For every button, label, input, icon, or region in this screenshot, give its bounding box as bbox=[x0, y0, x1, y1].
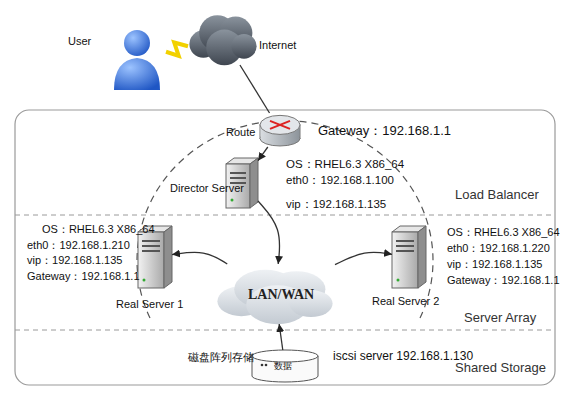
server-front bbox=[392, 232, 418, 288]
dashed-arc bbox=[137, 121, 433, 318]
router-arrow bbox=[270, 121, 290, 129]
node-label: OS：RHEL6.3 X86_64 bbox=[447, 227, 560, 238]
server-side bbox=[250, 158, 258, 208]
router-arrow bbox=[270, 121, 290, 129]
connector-arrow bbox=[172, 252, 227, 264]
router-icon: RouteGateway：192.168.1.1 bbox=[258, 113, 302, 147]
server-box: OS：RHEL6.3 X86_64eth0：192.168.1.220vip：1… bbox=[392, 226, 426, 288]
server-slot bbox=[142, 250, 160, 252]
node-text: eth0：192.168.1.220 bbox=[447, 243, 550, 254]
node-label: OS：RHEL6.3 X86_64 bbox=[42, 224, 155, 235]
internet-cloud: Internet bbox=[188, 10, 258, 65]
node-text: iscsi server 192.168.1.130 bbox=[333, 350, 473, 362]
node-label: LAN/WAN bbox=[248, 288, 314, 302]
connector-arrow bbox=[240, 65, 270, 113]
layer-band: Load BalancerRouteGateway：192.168.1.1Dir… bbox=[15, 110, 555, 215]
node-label: Route bbox=[226, 127, 255, 138]
internet-cloud-graphic bbox=[188, 10, 258, 65]
server-slot bbox=[230, 177, 246, 179]
layer-band: Server ArrayOS：RHEL6.3 X86_64eth0：192.16… bbox=[15, 215, 555, 330]
node-label: Shared Storage bbox=[455, 361, 546, 374]
node-text: Gateway：192.168.1.1 bbox=[318, 124, 451, 137]
disk-top bbox=[252, 350, 318, 362]
server-led bbox=[143, 279, 146, 282]
server-box: OS：RHEL6.3 X86_64eth0：192.168.1.210vip：1… bbox=[138, 226, 172, 288]
node-text: Real Server 2 bbox=[372, 296, 439, 307]
server-front bbox=[138, 232, 164, 288]
user-body bbox=[114, 58, 160, 90]
node-label: Server Array bbox=[464, 311, 536, 324]
lightning-link bbox=[166, 42, 188, 55]
server-slot bbox=[396, 240, 414, 242]
node-text: OS：RHEL6.3 X86_64 bbox=[286, 159, 404, 171]
layer-band: Shared Storage数据磁盘阵列存储iscsi server 192.1… bbox=[15, 330, 555, 385]
cloud-part bbox=[231, 34, 256, 59]
node-text: eth0：192.168.1.210 bbox=[27, 240, 130, 251]
band-separator bbox=[15, 330, 555, 331]
connector-arrow bbox=[279, 324, 283, 350]
server-slot bbox=[230, 172, 246, 174]
storage-disk: 数据磁盘阵列存储iscsi server 192.168.1.130 bbox=[252, 350, 318, 382]
connector-arrow bbox=[258, 201, 280, 264]
server-slot bbox=[142, 245, 160, 247]
network-cloud: LAN/WAN bbox=[215, 264, 335, 324]
server-box-graphic bbox=[138, 226, 172, 288]
connector-arrow bbox=[258, 147, 268, 161]
node-label: Internet bbox=[259, 40, 296, 51]
disk-dot bbox=[265, 364, 268, 367]
band-separator bbox=[15, 215, 555, 216]
router-icon-graphic bbox=[258, 113, 302, 147]
node-label: 数据 bbox=[274, 362, 292, 371]
node-label: User bbox=[68, 36, 91, 47]
user-icon: User bbox=[108, 28, 166, 90]
node-text: Real Server 1 bbox=[116, 299, 183, 310]
router-top bbox=[260, 115, 300, 134]
server-slot bbox=[396, 245, 414, 247]
server-slot bbox=[396, 250, 414, 252]
server-led bbox=[231, 199, 234, 202]
node-label: Load Balancer bbox=[455, 188, 539, 201]
server-box: Director ServerOS：RHEL6.3 X86_64eth0：192… bbox=[226, 158, 258, 208]
node-label: Director Server bbox=[170, 183, 244, 194]
node-text: vip：192.168.1.135 bbox=[447, 259, 542, 270]
connector-arrow bbox=[335, 252, 392, 264]
server-side bbox=[418, 226, 426, 288]
user-head bbox=[124, 30, 150, 56]
disk-dot bbox=[261, 364, 264, 367]
server-side bbox=[164, 226, 172, 288]
node-text: eth0：192.168.1.100 bbox=[286, 175, 394, 187]
node-text: Gateway：192.168.1.1 bbox=[27, 271, 140, 282]
server-led bbox=[397, 279, 400, 282]
node-text: vip：192.168.1.135 bbox=[286, 199, 386, 211]
user-icon-graphic bbox=[108, 28, 166, 90]
node-text: vip：192.168.1.135 bbox=[27, 255, 122, 266]
outer-frame bbox=[15, 110, 555, 385]
server-slot bbox=[142, 240, 160, 242]
node-text: 磁盘阵列存储 bbox=[188, 352, 254, 363]
server-box-graphic bbox=[392, 226, 426, 288]
node-text: Gateway：192.168.1.1 bbox=[447, 275, 560, 286]
